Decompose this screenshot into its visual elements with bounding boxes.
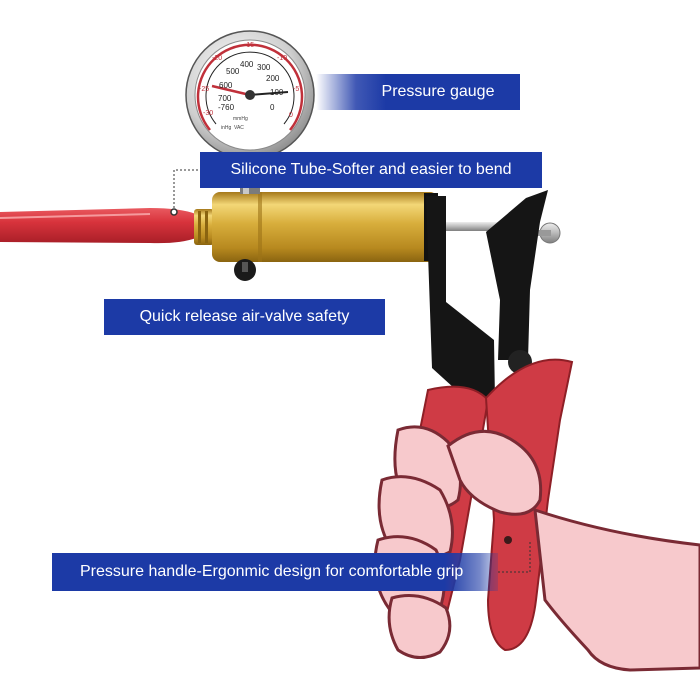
- piston-rod: [438, 222, 516, 231]
- air-valve-label: Quick release air-valve safety: [139, 308, 350, 325]
- pressure-handle-callout: Pressure handle-Ergonmic design for comf…: [52, 553, 498, 591]
- tube-connector: [194, 209, 214, 245]
- brass-cylinder: [212, 192, 438, 262]
- handle-pivot: [535, 222, 561, 244]
- pressure-gauge-callout: Pressure gauge: [316, 74, 520, 110]
- air-valve-knob: [234, 259, 256, 281]
- silicone-tube-label: Silicone Tube-Softer and easier to bend: [230, 161, 512, 178]
- pressure-handle-label: Pressure handle-Ergonmic design for comf…: [80, 563, 464, 580]
- silicone-tube-callout: Silicone Tube-Softer and easier to bend: [200, 152, 542, 188]
- silicone-tube: [0, 208, 196, 244]
- pressure-gauge-label: Pressure gauge: [381, 83, 495, 100]
- pressure-gauge: [185, 30, 315, 160]
- air-valve-callout: Quick release air-valve safety: [104, 299, 385, 335]
